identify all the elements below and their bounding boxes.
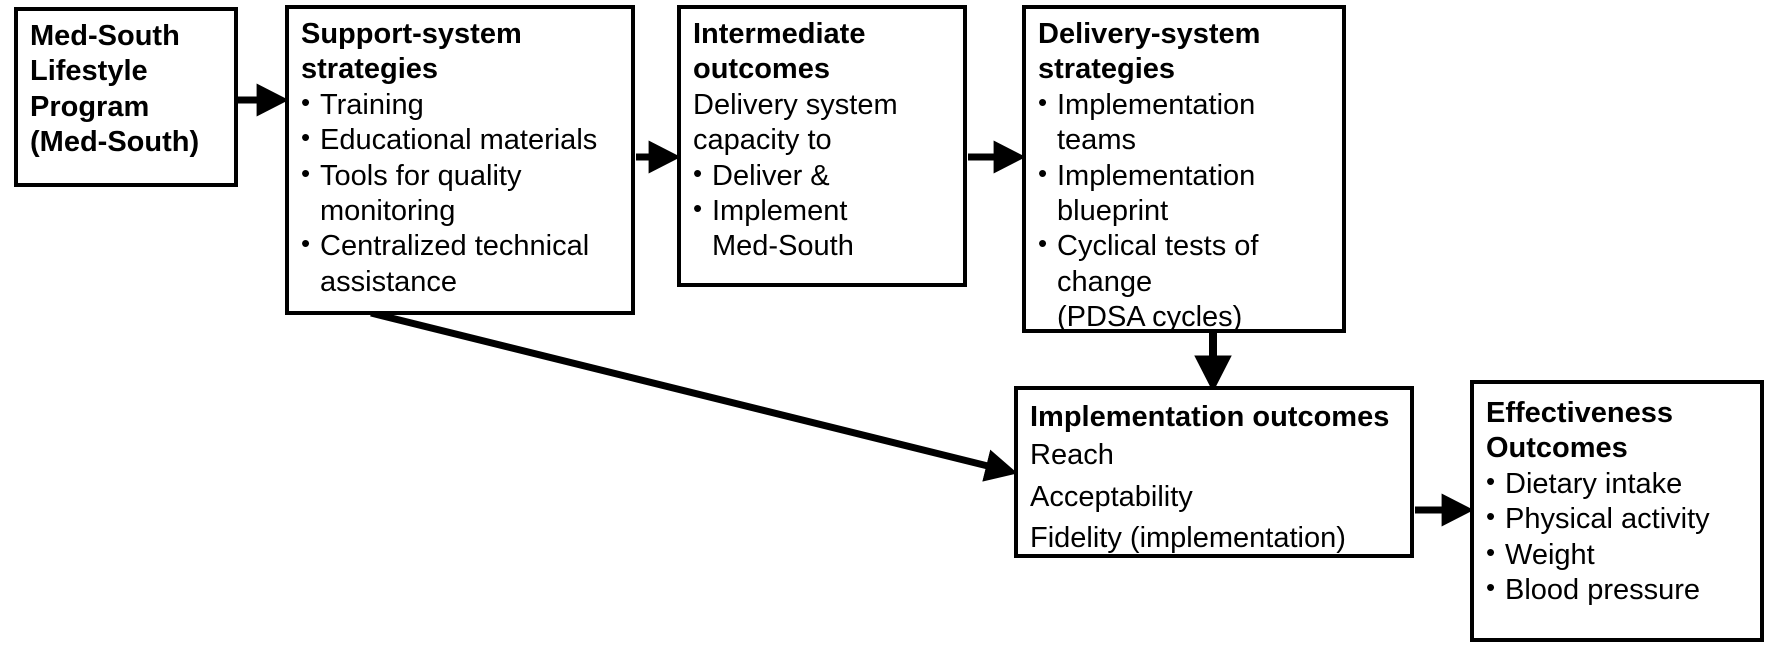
- node-support-system-title: Support-system strategies: [301, 18, 522, 86]
- list-item: Weight: [1486, 536, 1750, 573]
- list-item: Cyclical tests of change (PDSA cycles): [1038, 228, 1332, 335]
- node-med-south-title: Med-South Lifestyle Program (Med-South): [30, 20, 200, 159]
- node-intermediate-outcomes-lead: Delivery system capacity to: [693, 88, 898, 157]
- node-intermediate-outcomes[interactable]: Intermediate outcomes Delivery system ca…: [677, 5, 967, 287]
- node-delivery-system-strategies[interactable]: Delivery-system strategies Implementatio…: [1022, 5, 1346, 333]
- list-item: Implement Med-South: [693, 193, 953, 265]
- node-implementation-outcomes-title: Implementation outcomes: [1030, 401, 1390, 433]
- node-support-system-list: Training Educational materials Tools for…: [301, 87, 621, 300]
- node-effectiveness-outcomes[interactable]: Effectiveness Outcomes Dietary intake Ph…: [1470, 380, 1764, 642]
- list-item: Acceptability: [1030, 480, 1193, 513]
- node-med-south-program[interactable]: Med-South Lifestyle Program (Med-South): [14, 7, 238, 187]
- node-implementation-outcomes-list: Reach Acceptability Fidelity (implementa…: [1030, 435, 1400, 559]
- list-item: Reach: [1030, 439, 1114, 472]
- list-item: Fidelity (implementation): [1030, 521, 1346, 554]
- list-item: Training: [301, 87, 621, 123]
- node-support-system-strategies[interactable]: Support-system strategies Training Educa…: [285, 5, 635, 315]
- arrow-support-to-implementation: [370, 309, 1018, 482]
- list-item: Educational materials: [301, 122, 621, 158]
- node-implementation-outcomes[interactable]: Implementation outcomes Reach Acceptabil…: [1014, 386, 1414, 558]
- list-item: Deliver &: [693, 157, 953, 194]
- node-intermediate-outcomes-list: Deliver & Implement Med-South: [693, 157, 953, 265]
- node-intermediate-outcomes-title: Intermediate outcomes: [693, 18, 866, 86]
- node-effectiveness-outcomes-title: Effectiveness Outcomes: [1486, 397, 1673, 465]
- list-item: Centralized technical assistance: [301, 228, 621, 300]
- list-item: Implementation teams: [1038, 87, 1332, 159]
- list-item: Dietary intake: [1486, 466, 1750, 502]
- node-delivery-system-list: Implementation teams Implementation blue…: [1038, 87, 1332, 336]
- node-effectiveness-outcomes-list: Dietary intake Physical activity Weight …: [1486, 466, 1750, 609]
- list-item: Implementation blueprint: [1038, 158, 1332, 230]
- list-item: Physical activity: [1486, 501, 1750, 537]
- list-item: Blood pressure: [1486, 572, 1750, 608]
- list-item: Tools for quality monitoring: [301, 158, 621, 230]
- node-delivery-system-title: Delivery-system strategies: [1038, 18, 1261, 86]
